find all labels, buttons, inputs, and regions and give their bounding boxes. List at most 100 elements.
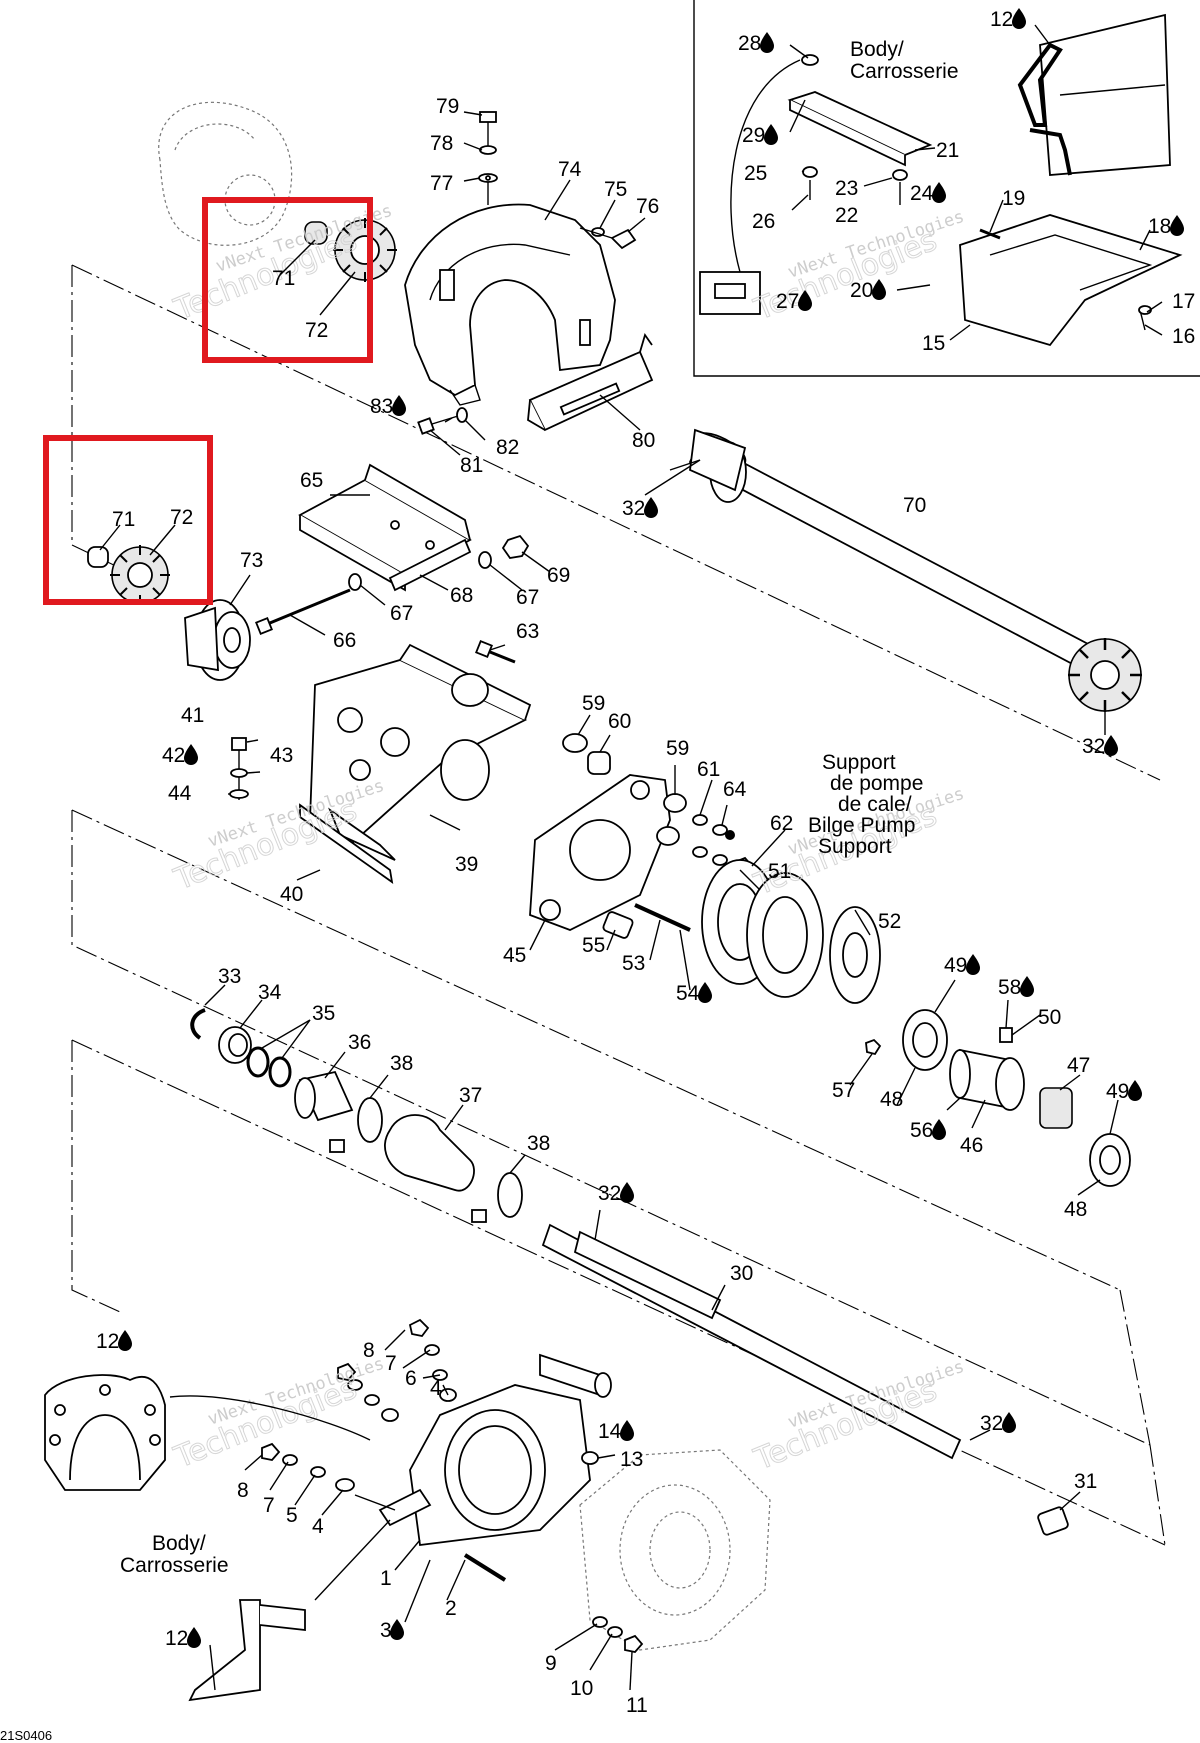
callout-number: 21 <box>936 139 959 162</box>
lubricant-drop-icon <box>966 954 980 975</box>
callout-c67b: 67 <box>516 586 539 609</box>
callout-number: 74 <box>558 158 582 181</box>
callout-number: 48 <box>1064 1198 1087 1221</box>
lubricant-drop-icon <box>798 290 812 311</box>
inset-frame <box>693 0 1200 377</box>
callout-number: 81 <box>460 454 483 477</box>
callout-number: 8 <box>237 1479 249 1502</box>
callout-number: 49 <box>1106 1080 1129 1103</box>
callout-c31: 31 <box>1074 1470 1097 1493</box>
callout-number: 25 <box>744 162 767 185</box>
callout-c76: 76 <box>636 195 659 218</box>
callout-number: 4 <box>430 1377 442 1400</box>
watermark-text: Technologies <box>169 1371 362 1476</box>
callout-number: 58 <box>998 976 1021 999</box>
coupler-72-left <box>87 545 170 605</box>
highlight-box-left[interactable] <box>43 435 213 605</box>
callout-number: 66 <box>333 629 356 652</box>
callout-number: 7 <box>263 1494 275 1517</box>
callout-number: 24 <box>910 182 934 205</box>
bolt-41 <box>229 737 249 800</box>
callout-c8a: 8 <box>363 1339 375 1362</box>
watermark-text: Technologies <box>169 793 362 898</box>
callout-number: 54 <box>676 982 700 1005</box>
callout-c8b: 8 <box>237 1479 249 1502</box>
lubricant-drop-icon <box>760 32 774 53</box>
callout-c73: 73 <box>240 549 263 572</box>
callout-number: 40 <box>280 883 303 906</box>
callout-c18: 18 <box>1148 215 1184 238</box>
callout-number: 70 <box>903 494 926 517</box>
lubricant-drop-icon <box>390 1619 404 1640</box>
label-support: Support <box>822 751 896 774</box>
plate-65 <box>298 463 472 592</box>
callout-c13: 13 <box>620 1448 643 1471</box>
callout-c42: 42 <box>162 744 198 767</box>
callout-c29: 29 <box>742 124 778 147</box>
callout-number: 73 <box>240 549 263 572</box>
callout-c32d: 32 <box>980 1412 1016 1435</box>
callout-c23: 23 <box>835 177 858 200</box>
callout-c27: 27 <box>776 290 812 313</box>
callout-number: 30 <box>730 1262 753 1285</box>
callout-c59b: 59 <box>666 737 689 760</box>
label-body-bottom: Body/ <box>152 1532 206 1555</box>
lubricant-drop-icon <box>872 279 886 300</box>
callout-number: 61 <box>697 758 720 781</box>
label-support: de cale/ <box>838 793 912 816</box>
base-plate-40 <box>299 803 394 884</box>
washer-stack-upper <box>337 1318 457 1422</box>
callout-c7a: 7 <box>385 1352 397 1375</box>
highlight-box-top[interactable] <box>202 197 373 363</box>
callout-number: 35 <box>312 1002 335 1025</box>
callout-number: 72 <box>305 319 328 342</box>
callout-c45: 45 <box>503 944 526 967</box>
callout-number: 67 <box>390 602 413 625</box>
callout-number: 11 <box>626 1694 648 1717</box>
callout-number: 60 <box>608 710 631 733</box>
callout-c14: 14 <box>598 1420 634 1443</box>
callout-number: 72 <box>170 506 193 529</box>
callout-number: 31 <box>1074 1470 1097 1493</box>
bolt-66 <box>255 588 351 635</box>
callout-number: 39 <box>455 853 478 876</box>
callout-number: 63 <box>516 620 539 643</box>
screw-81 <box>417 407 468 435</box>
callout-number: 62 <box>770 812 793 835</box>
callout-c79: 79 <box>436 95 459 118</box>
plate-45 <box>529 733 671 931</box>
callout-number: 20 <box>850 279 873 302</box>
callout-number: 7 <box>385 1352 397 1375</box>
callout-c74: 74 <box>558 158 582 181</box>
callout-c64: 64 <box>723 778 747 801</box>
cover-74 <box>404 203 616 406</box>
callout-number: 26 <box>752 210 775 233</box>
callout-c38a: 38 <box>390 1052 413 1075</box>
callout-c6: 6 <box>405 1367 417 1390</box>
housing-46 <box>902 1009 1131 1187</box>
callout-number: 48 <box>880 1088 903 1111</box>
callout-number: 38 <box>390 1052 413 1075</box>
lubricant-drop-icon <box>392 395 406 416</box>
driveshaft-70 <box>688 428 1142 712</box>
callout-c78: 78 <box>430 132 453 155</box>
callout-number: 38 <box>527 1132 550 1155</box>
callout-c17: 17 <box>1172 290 1195 313</box>
sleeve-55 <box>602 903 691 939</box>
callout-number: 45 <box>503 944 526 967</box>
callout-number: 71 <box>272 267 295 290</box>
coupler-32-bottom <box>1068 638 1142 712</box>
label-body-top: Carrosserie <box>850 60 959 83</box>
callout-c52: 52 <box>878 910 901 933</box>
lubricant-drop-icon <box>118 1330 132 1351</box>
callout-c75: 75 <box>604 178 627 201</box>
callout-number: 83 <box>370 395 393 418</box>
diagram-code: 21S0406 <box>0 1728 52 1743</box>
callout-number: 32 <box>1082 735 1105 758</box>
callout-number: 57 <box>832 1079 855 1102</box>
callout-c49a: 49 <box>944 954 980 977</box>
callout-c35: 35 <box>312 1002 335 1025</box>
callout-c71a: 71 <box>272 267 295 290</box>
lubricant-drop-icon <box>764 124 778 145</box>
